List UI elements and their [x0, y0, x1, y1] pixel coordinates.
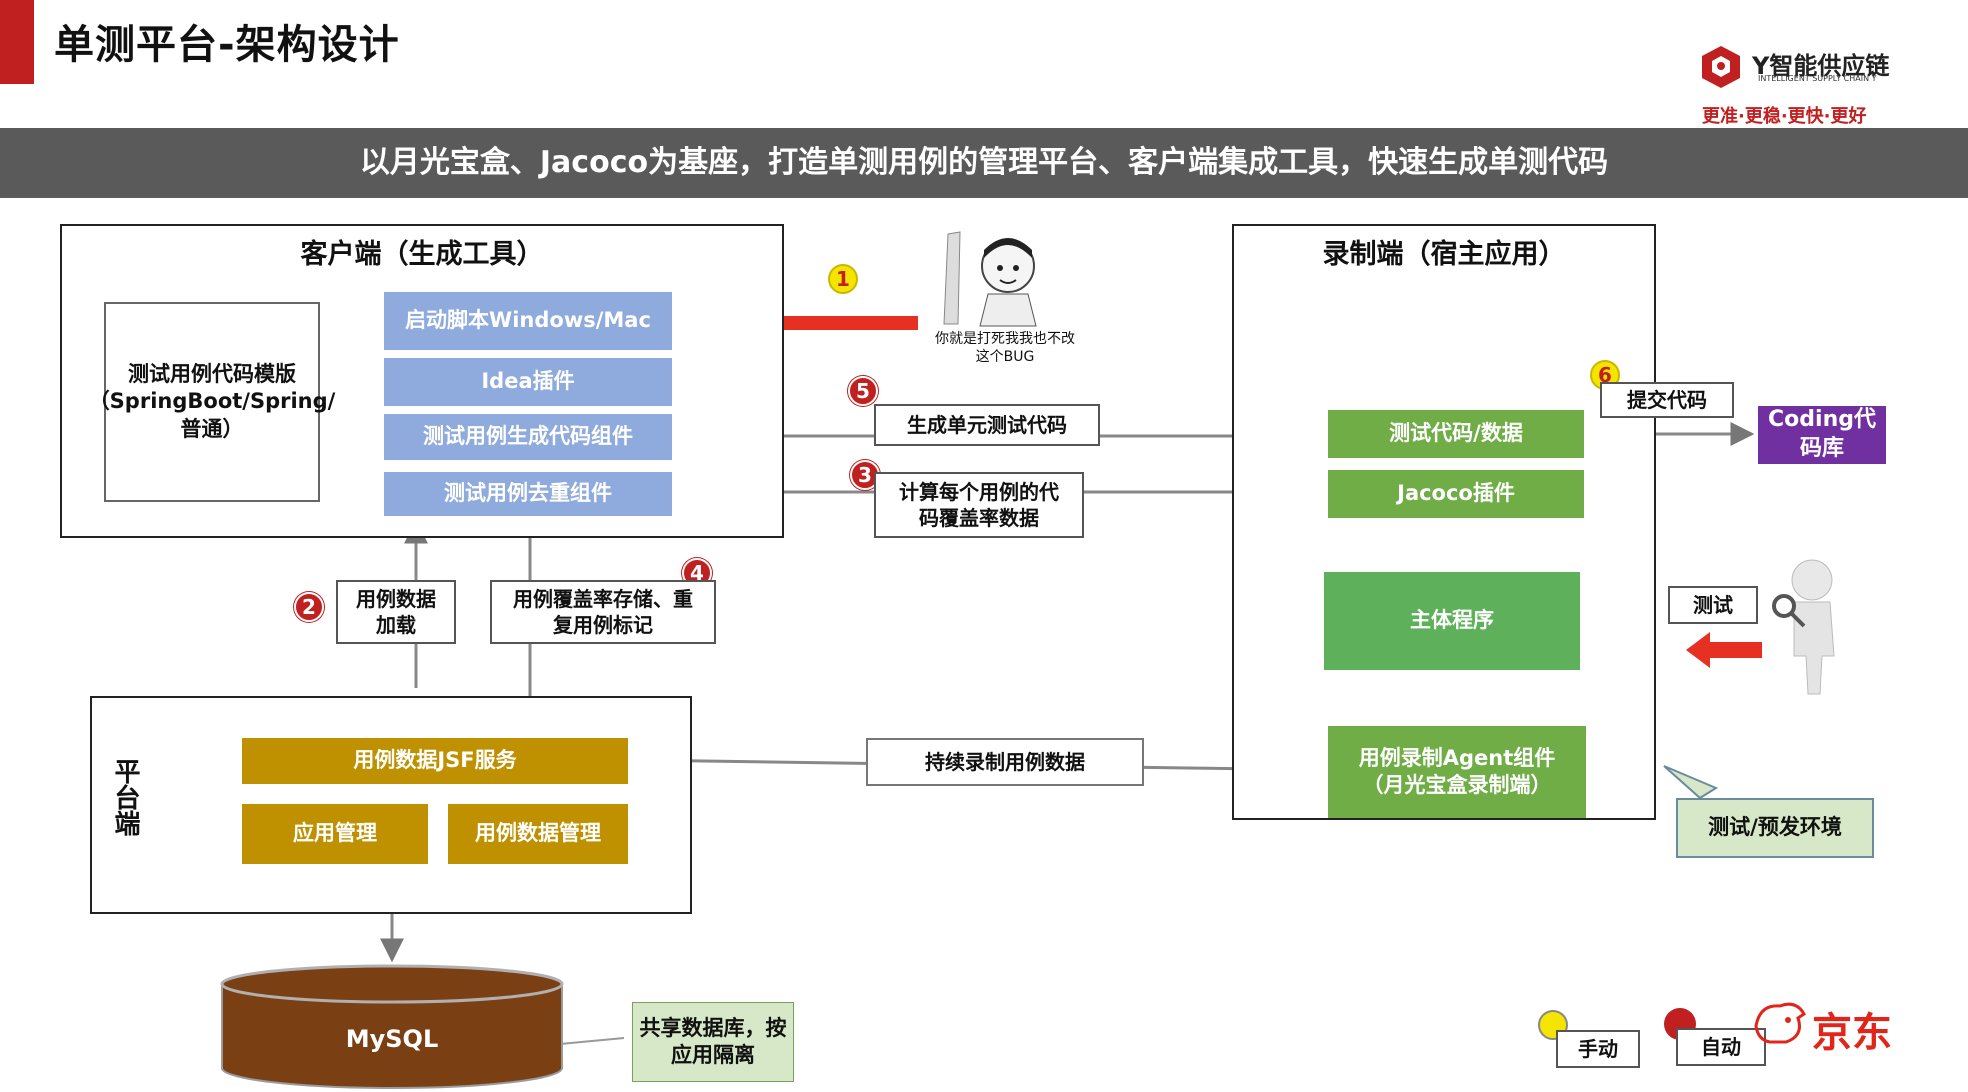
logo-name: Y智能供应链: [1752, 52, 1890, 80]
test-code-data-component: 测试代码/数据: [1328, 410, 1584, 458]
jsf-service-component: 用例数据JSF服务: [242, 738, 628, 784]
step-6-label: 提交代码: [1600, 382, 1734, 418]
step-5-badge: 5: [848, 376, 878, 406]
legend-manual: 手动: [1556, 1030, 1640, 1068]
testcase-data-management-component: 用例数据管理: [448, 804, 628, 864]
coding-repo-box: Coding代码库: [1758, 406, 1886, 464]
logo-slogan: 更准·更稳·更快·更好: [1702, 106, 1867, 127]
step-4-label: 用例覆盖率存储、重复用例标记: [490, 580, 716, 644]
testcase-dedupe-component: 测试用例去重组件: [384, 472, 672, 516]
mysql-label: MySQL: [345, 1025, 439, 1054]
recorder-title: 录制端（宿主应用）: [1322, 239, 1566, 270]
platform-title: 平台端: [110, 758, 140, 836]
meme-face-illustration: [940, 228, 1070, 328]
recorder-frame: [1232, 224, 1656, 820]
launch-script-component: 启动脚本Windows/Mac: [384, 292, 672, 350]
logo-english-name: INTELLIGENT SUPPLY CHAIN Y: [1758, 74, 1877, 83]
env-callout-pointer: [1663, 765, 1719, 800]
jd-dog-logo-icon: [1754, 1002, 1806, 1044]
meme-caption: 你就是打死我我也不改这个BUG: [935, 331, 1075, 366]
legend-auto: 自动: [1676, 1028, 1766, 1066]
main-program-component: 主体程序: [1324, 572, 1580, 670]
jacoco-plugin-component: Jacoco插件: [1328, 470, 1584, 518]
tester-figure-icon: [1772, 559, 1835, 695]
step-2-label: 用例数据加载: [336, 580, 456, 644]
title-accent-bar: [0, 0, 34, 84]
continuous-record-label: 持续录制用例数据: [866, 738, 1144, 786]
env-callout: 测试/预发环境: [1676, 798, 1874, 858]
step-3-label: 计算每个用例的代码覆盖率数据: [874, 472, 1084, 538]
test-label: 测试: [1668, 586, 1758, 624]
idea-plugin-component: Idea插件: [384, 358, 672, 406]
app-management-component: 应用管理: [242, 804, 428, 864]
mysql-database-cylinder: [220, 964, 564, 1089]
page-title: 单测平台-架构设计: [54, 22, 400, 68]
database-note: 共享数据库，按应用隔离: [632, 1002, 794, 1082]
record-agent-component: 用例录制Agent组件（月光宝盒录制端）: [1328, 726, 1586, 818]
testcase-codegen-component: 测试用例生成代码组件: [384, 414, 672, 460]
client-title: 客户端（生成工具）: [300, 239, 544, 270]
subtitle-banner: 以月光宝盒、Jacoco为基座，打造单测用例的管理平台、客户端集成工具，快速生成…: [0, 128, 1968, 198]
test-template-box: 测试用例代码模版（SpringBoot/Spring/普通）: [89, 302, 335, 502]
step-2-badge: 2: [294, 592, 324, 622]
jd-logo-text: 京东: [1812, 1010, 1892, 1056]
step-5-label: 生成单元测试代码: [874, 404, 1100, 446]
step-1-badge: 1: [828, 264, 858, 294]
jd-supply-chain-logo-icon: [1702, 46, 1740, 88]
